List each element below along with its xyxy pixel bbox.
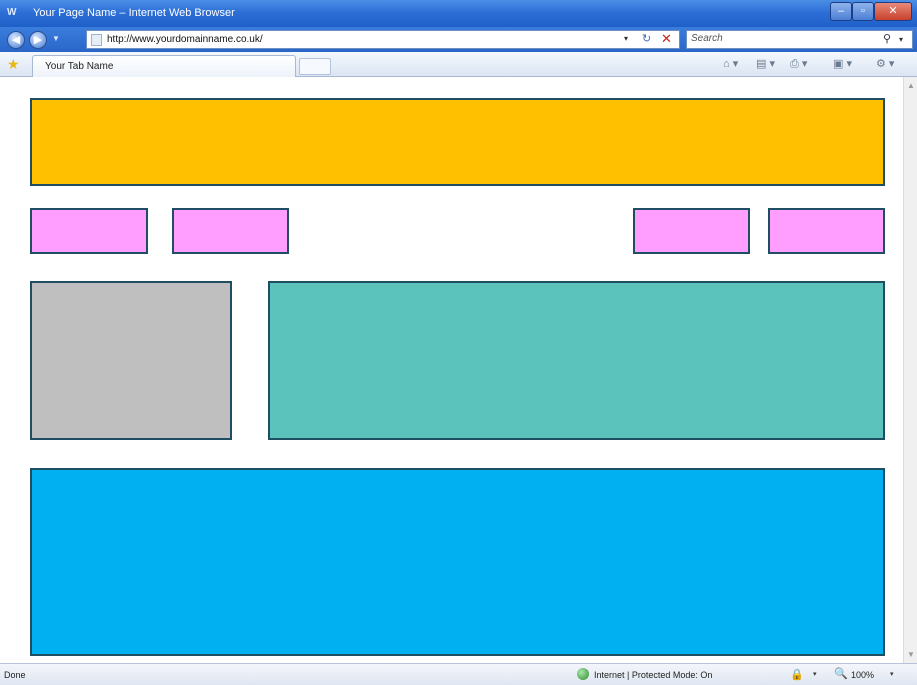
new-tab-button[interactable]	[299, 58, 331, 75]
status-bar: Done Internet | Protected Mode: On 🔒 ▾ 🔍…	[0, 663, 917, 685]
page-icon	[91, 34, 102, 46]
nav-block-2	[172, 208, 289, 254]
tab-bar: ★ Your Tab Name ⌂ ▾ ▤ ▾ ⎙ ▾ ▣ ▾ ⚙ ▾	[0, 52, 917, 77]
zoom-icon[interactable]: 🔍	[834, 668, 848, 680]
scroll-down-icon[interactable]: ▼	[907, 650, 915, 659]
search-input[interactable]: Search	[691, 33, 723, 44]
tools-gear-icon[interactable]: ⚙ ▾	[876, 58, 895, 70]
maximize-button[interactable]: ▫	[852, 2, 874, 21]
minimize-button[interactable]: –	[830, 2, 852, 21]
nav-block-4	[768, 208, 885, 254]
tab-label: Your Tab Name	[45, 61, 114, 72]
window-title: Your Page Name – Internet Web Browser	[33, 7, 235, 19]
favorites-star-icon[interactable]: ★	[7, 56, 20, 72]
vertical-scrollbar[interactable]: ▲ ▼	[903, 77, 917, 663]
tab-active[interactable]: Your Tab Name	[32, 55, 296, 77]
zoom-dropdown-icon[interactable]: ▾	[890, 671, 894, 678]
lock-icon[interactable]: 🔒	[790, 669, 804, 681]
search-icon[interactable]: ⚲	[883, 33, 892, 45]
back-button[interactable]: ◀	[7, 31, 25, 49]
page-menu-icon[interactable]: ▣ ▾	[833, 58, 852, 70]
print-icon[interactable]: ⎙ ▾	[790, 58, 808, 70]
forward-button[interactable]: ▶	[29, 31, 47, 49]
nav-block-3	[633, 208, 750, 254]
title-bar: W Your Page Name – Internet Web Browser …	[0, 0, 917, 27]
address-toolbar: ◀ ▶ ▼ http://www.yourdomainname.co.uk/ ▾…	[0, 27, 917, 52]
sidebar-placeholder-block	[30, 281, 232, 440]
search-dropdown-icon[interactable]: ▾	[899, 35, 904, 44]
zoom-level[interactable]: 100%	[851, 670, 875, 680]
address-bar[interactable]: http://www.yourdomainname.co.uk/ ▾ ↻ ✕	[86, 30, 680, 49]
stop-icon[interactable]: ✕	[661, 31, 672, 46]
nav-block-1	[30, 208, 148, 254]
close-button[interactable]: ✕	[874, 2, 912, 21]
home-icon[interactable]: ⌂ ▾	[723, 58, 739, 70]
feeds-icon[interactable]: ▤ ▾	[756, 58, 775, 70]
refresh-icon[interactable]: ↻	[642, 33, 652, 45]
url-dropdown-icon[interactable]: ▾	[624, 34, 629, 43]
main-content-placeholder-block	[268, 281, 885, 440]
header-placeholder-block	[30, 98, 885, 186]
search-box[interactable]: Search ⚲ ▾	[686, 30, 913, 49]
browser-app-icon: W	[7, 7, 17, 18]
status-text: Done	[4, 670, 26, 680]
lock-dropdown-icon[interactable]: ▾	[813, 671, 817, 678]
history-dropdown-icon[interactable]: ▼	[52, 34, 60, 43]
security-zone-text[interactable]: Internet | Protected Mode: On	[594, 670, 713, 680]
scroll-up-icon[interactable]: ▲	[907, 81, 915, 90]
footer-placeholder-block	[30, 468, 885, 656]
internet-zone-icon	[577, 668, 589, 680]
url-text[interactable]: http://www.yourdomainname.co.uk/	[107, 34, 263, 45]
